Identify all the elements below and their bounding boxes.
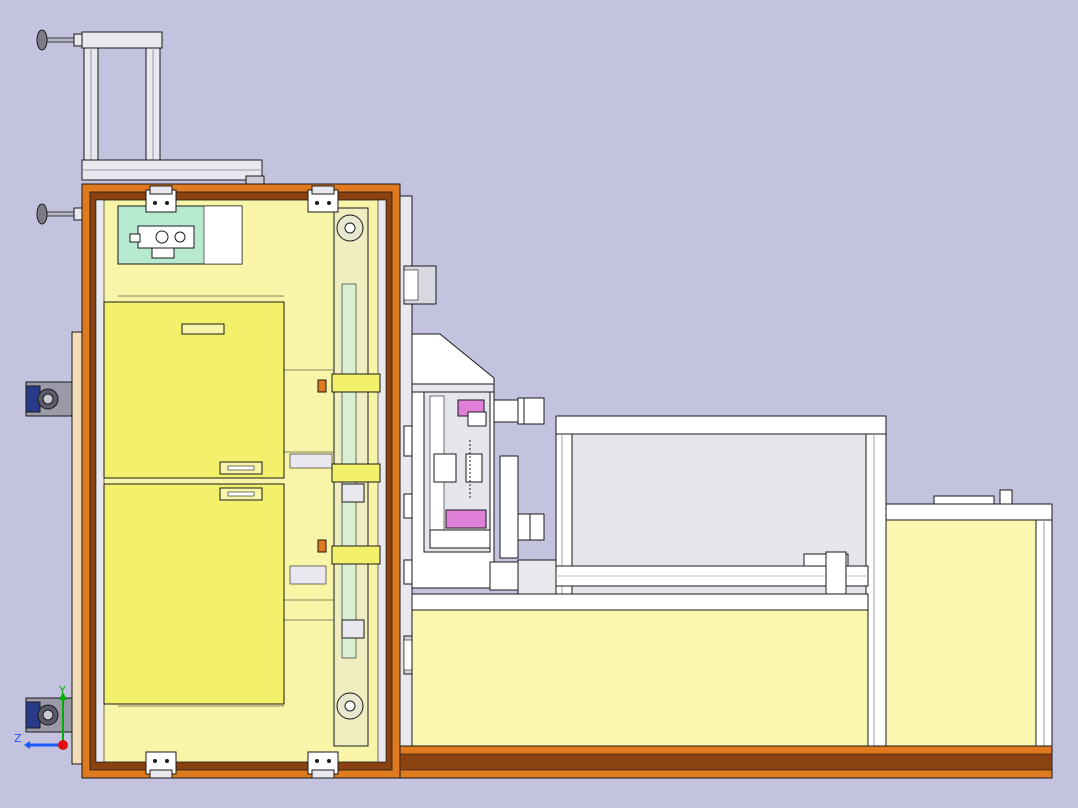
- hinge-bottom-left: [145, 751, 177, 779]
- lower-bed: [411, 593, 869, 747]
- coordinate-triad: Y Z: [14, 684, 68, 750]
- servo-motor-head: [493, 397, 545, 425]
- hinge-top-left: [145, 185, 177, 213]
- head-bracket: [499, 455, 545, 559]
- triad-z-label: Z: [14, 732, 22, 745]
- hinge-top-right: [307, 185, 339, 213]
- control-valve-box: [117, 205, 243, 265]
- leveling-knob-middle: [36, 203, 83, 225]
- door-panel-lower: [103, 483, 285, 705]
- triad-y-arrow: [59, 692, 67, 700]
- triad-z-arrow: [24, 741, 30, 749]
- motor-upper: [25, 381, 73, 417]
- pick-mechanism: [423, 391, 491, 553]
- inner-guides: [118, 295, 340, 707]
- hinge-bottom-right: [307, 751, 339, 779]
- leveling-knob-top: [36, 29, 83, 51]
- motor-lower: [25, 697, 73, 733]
- triad-x-dot: [58, 740, 68, 750]
- door-panel-upper: [103, 301, 285, 479]
- triad-y-label: Y: [58, 684, 66, 697]
- top-stand: [81, 31, 265, 185]
- linear-shaft: [489, 551, 869, 597]
- base-rail: [399, 745, 1053, 779]
- right-cabinet: [885, 489, 1053, 747]
- vertical-belt-conveyor: [317, 207, 381, 747]
